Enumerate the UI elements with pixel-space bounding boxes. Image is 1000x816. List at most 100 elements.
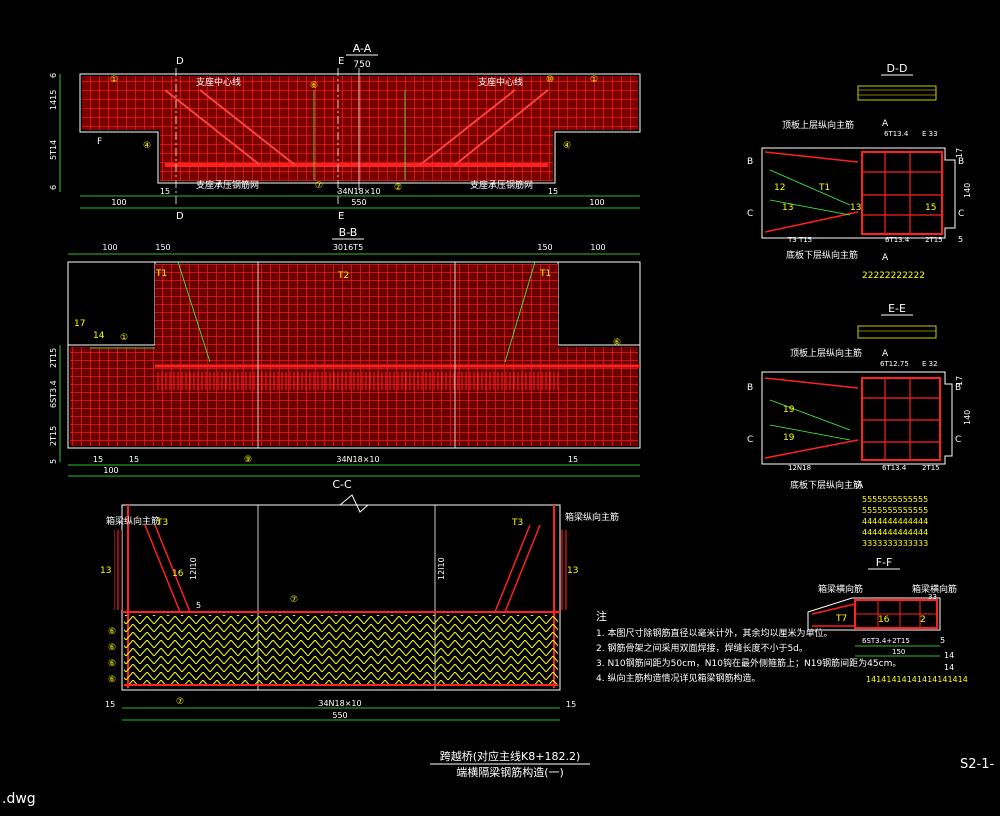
- cc-label-16: 16: [172, 569, 184, 579]
- ff-label-33: 33: [928, 593, 937, 601]
- bb-dim-spacing: 34N18×10: [336, 455, 379, 464]
- aa-flange-mesh: [82, 76, 638, 130]
- cc-t3-right: T3: [511, 518, 523, 528]
- dd-bottom-row: 22222222222: [862, 271, 925, 281]
- bb-h4: 5: [49, 459, 58, 464]
- cc-right-label: 箱梁纵向主筋: [565, 511, 619, 523]
- bb-dim-100: 100: [103, 466, 118, 475]
- cc-label-13-right: 13: [567, 566, 578, 576]
- ee-dim-b-2: 6T13.4: [882, 464, 907, 472]
- cc-label-13-left: 13: [100, 566, 111, 576]
- ee-row-3: 4444444444444: [862, 517, 928, 526]
- dd-dim-b-2: 6T13.4: [885, 236, 910, 244]
- cc-left-label: 箱梁纵向主筋: [106, 515, 160, 527]
- ff-label-t7: T7: [835, 614, 847, 624]
- ff-bottom-row: 14141414141414141414: [866, 675, 968, 684]
- ee-label-19: 19: [783, 405, 795, 415]
- bb-left-flange-mesh: [70, 347, 155, 446]
- bb-t1-right: T1: [539, 269, 551, 279]
- ff-dim-3: 5: [940, 636, 945, 645]
- view-bb: B-B 100 150 3016T5 150 100 T1 T2 T1 17 1…: [49, 226, 641, 477]
- dd-label-13b: 13: [850, 203, 861, 213]
- aa-callout-10: ⑩: [546, 75, 554, 85]
- notes-heading: 注: [596, 609, 607, 623]
- cc-outline: [121, 504, 561, 691]
- ee-dim-b-1: 12N18: [788, 464, 811, 472]
- bb-dim-150-right: 150: [537, 243, 552, 252]
- dd-side-b: B: [747, 157, 753, 167]
- file-extension: .dwg: [2, 791, 36, 807]
- ee-side-b: B: [747, 383, 753, 393]
- cc-dim-550: 550: [332, 711, 347, 720]
- aa-callout-4: ④: [143, 141, 151, 151]
- view-ee: E-E 顶板上层纵向主筋 A 6T12.75 E 32 B C B C 140 …: [747, 302, 972, 548]
- aa-mesh-left-label: 支座承压钢筋网: [196, 179, 259, 191]
- aa-dim-spacing: 34N18×10: [337, 187, 380, 196]
- bb-t1-left: T1: [155, 269, 167, 279]
- aa-callout-1b: ①: [590, 75, 598, 85]
- ff-dim-1: 6ST3.4+2T15: [862, 637, 910, 645]
- bb-dim-15-b: 15: [129, 455, 139, 464]
- title-line-1: 跨越桥(对应主线K8+182.2): [440, 749, 581, 763]
- ee-row-2: 5555555555555: [862, 506, 928, 515]
- aa-callout-1: ①: [110, 75, 118, 85]
- notes-block: 注 1. 本图尺寸除钢筋直径以毫米计外，其余均以厘米为单位。 2. 钢筋骨架之间…: [596, 609, 901, 684]
- bb-callout-9: ⑨: [244, 455, 252, 465]
- ee-row-1: 5555555555555: [862, 495, 928, 504]
- aa-height-3: 6: [49, 185, 58, 190]
- cc-t3-left: T3: [156, 518, 168, 528]
- dd-height-140: 140: [963, 183, 972, 198]
- cc-dim-15-right: 15: [566, 700, 576, 709]
- dd-dim-b-1: T3 T15: [787, 236, 812, 244]
- dd-side-c: C: [747, 209, 753, 219]
- ee-top-label: 顶板上层纵向主筋: [790, 347, 862, 359]
- ee-side-c: C: [747, 435, 753, 445]
- aa-cut-e-bottom: E: [338, 211, 344, 222]
- cc-callout-6d: ⑥: [108, 675, 116, 685]
- ff-title: F-F: [876, 556, 893, 569]
- ff-label-16: 16: [878, 615, 890, 625]
- dd-outline: [761, 147, 956, 239]
- aa-dim-550: 550: [351, 198, 366, 207]
- aa-dim-15-right: 15: [548, 187, 558, 196]
- ee-cut-a-top: A: [882, 349, 889, 359]
- dd-top-label: 顶板上层纵向主筋: [782, 119, 854, 131]
- title-block: 跨越桥(对应主线K8+182.2) 端横隔梁钢筋构造(一) S2-1- .dwg: [2, 749, 994, 807]
- bb-dim-right: 100: [590, 243, 605, 252]
- cc-dim-15-left: 15: [105, 700, 115, 709]
- view-cc: C-C 箱梁纵向主筋 箱梁纵向主筋 T3 T3 13 16 13 12I10 1…: [100, 478, 619, 721]
- title-line-2: 端横隔梁钢筋构造(一): [456, 765, 564, 779]
- aa-total-dim: 750: [353, 60, 370, 70]
- note-1: 1. 本图尺寸除钢筋直径以毫米计外，其余均以厘米为单位。: [596, 627, 832, 639]
- dd-height-17: 17: [955, 148, 964, 158]
- bb-outline: [67, 261, 641, 449]
- cc-title: C-C: [332, 478, 352, 491]
- aa-height-2: 5T14: [49, 140, 58, 160]
- aa-title: A-A: [353, 42, 372, 55]
- view-dd: D-D 顶板上层纵向主筋 A 6T13.4 E 33 B C B C 140 1…: [747, 62, 972, 281]
- dd-cut-a-bottom: A: [882, 253, 889, 263]
- note-4: 4. 纵向主筋构造情况详见箱梁钢筋构造。: [596, 672, 760, 684]
- cc-bottom-hatch: [124, 615, 558, 685]
- dd-label-12: 12: [774, 183, 785, 193]
- aa-mesh-right-label: 支座承压钢筋网: [470, 179, 533, 191]
- bb-dim-150-left: 150: [155, 243, 170, 252]
- dd-side-c-right: C: [958, 209, 964, 219]
- ee-row-5: 3333333333333: [862, 539, 928, 548]
- bb-dim-left: 100: [102, 243, 117, 252]
- dd-dim-top-2: E 33: [922, 130, 938, 138]
- cc-dim-5: 5: [196, 601, 201, 610]
- bb-h1: 2T15: [49, 348, 58, 368]
- ff-dim-2: 150: [892, 648, 905, 656]
- cc-callout-6b: ⑥: [108, 643, 116, 653]
- cc-dim-1210-left: 12I10: [189, 557, 198, 580]
- bb-dim-15-a: 15: [93, 455, 103, 464]
- aa-support-right-label: 支座中心线: [478, 76, 523, 88]
- aa-outline: [79, 73, 641, 184]
- cc-callout-7b: ⑦: [176, 697, 184, 707]
- dd-cut-a-top: A: [882, 119, 889, 129]
- ee-height-140: 140: [963, 410, 972, 425]
- dd-dim-top-1: 6T13.4: [884, 130, 909, 138]
- ee-label-19b: 19: [783, 433, 795, 443]
- cc-callout-7a: ⑦: [290, 595, 298, 605]
